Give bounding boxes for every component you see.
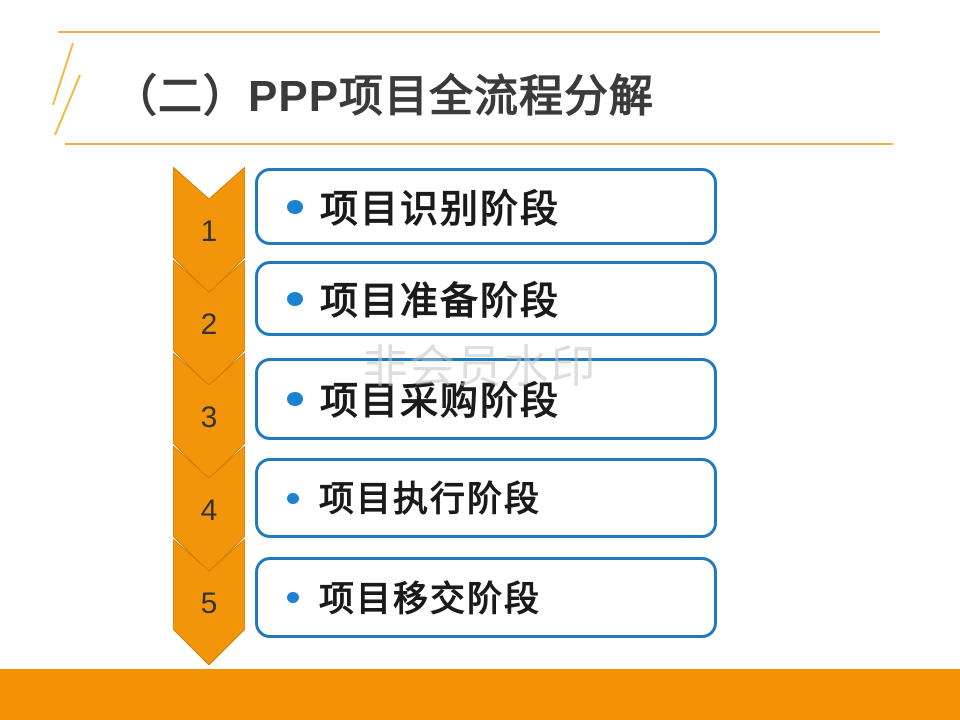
- chevron-down-shape-icon: [173, 167, 245, 293]
- stage-label: 项目移交阶段: [319, 579, 542, 619]
- chevron-step-4: 4: [173, 446, 245, 572]
- stage-label: 项目采购阶段: [320, 381, 561, 423]
- chevron-step-1: 1: [173, 167, 245, 293]
- step-number: 1: [200, 215, 218, 248]
- stage-box-execution: 项目执行阶段: [255, 458, 717, 538]
- chevron-step-2: 2: [173, 260, 245, 386]
- bullet-dot-icon: [287, 592, 299, 603]
- step-number: 3: [200, 401, 218, 434]
- stage-box-transfer: 项目移交阶段: [255, 557, 717, 638]
- chevron-step-3: 3: [173, 353, 245, 479]
- stage-box-identification: 项目识别阶段: [255, 168, 717, 245]
- stage-label: 项目准备阶段: [320, 280, 561, 323]
- chevron-down-shape-icon: [173, 353, 245, 479]
- slide-title: （二）PPP项目全流程分解: [113, 72, 655, 121]
- chevron-down-shape-icon: [173, 446, 245, 572]
- bullet-dot-icon: [287, 492, 299, 504]
- chevron-down-shape-icon: [173, 539, 245, 665]
- step-number: 4: [200, 494, 218, 527]
- header-decor-lines: [52, 31, 893, 145]
- stage-label: 项目执行阶段: [319, 480, 542, 519]
- step-number: 5: [200, 587, 218, 620]
- chevron-down-shape-icon: [173, 260, 245, 386]
- bullet-dot-icon: [287, 291, 303, 306]
- bullet-dot-icon: [287, 392, 303, 406]
- step-number: 2: [200, 308, 218, 341]
- stage-box-preparation: 项目准备阶段: [255, 261, 717, 336]
- stage-label: 项目识别阶段: [320, 188, 561, 231]
- chevron-step-5: 5: [173, 539, 245, 665]
- stage-box-procurement: 项目采购阶段: [255, 358, 717, 440]
- bullet-dot-icon: [287, 199, 303, 214]
- footer-accent-bar: [0, 669, 960, 720]
